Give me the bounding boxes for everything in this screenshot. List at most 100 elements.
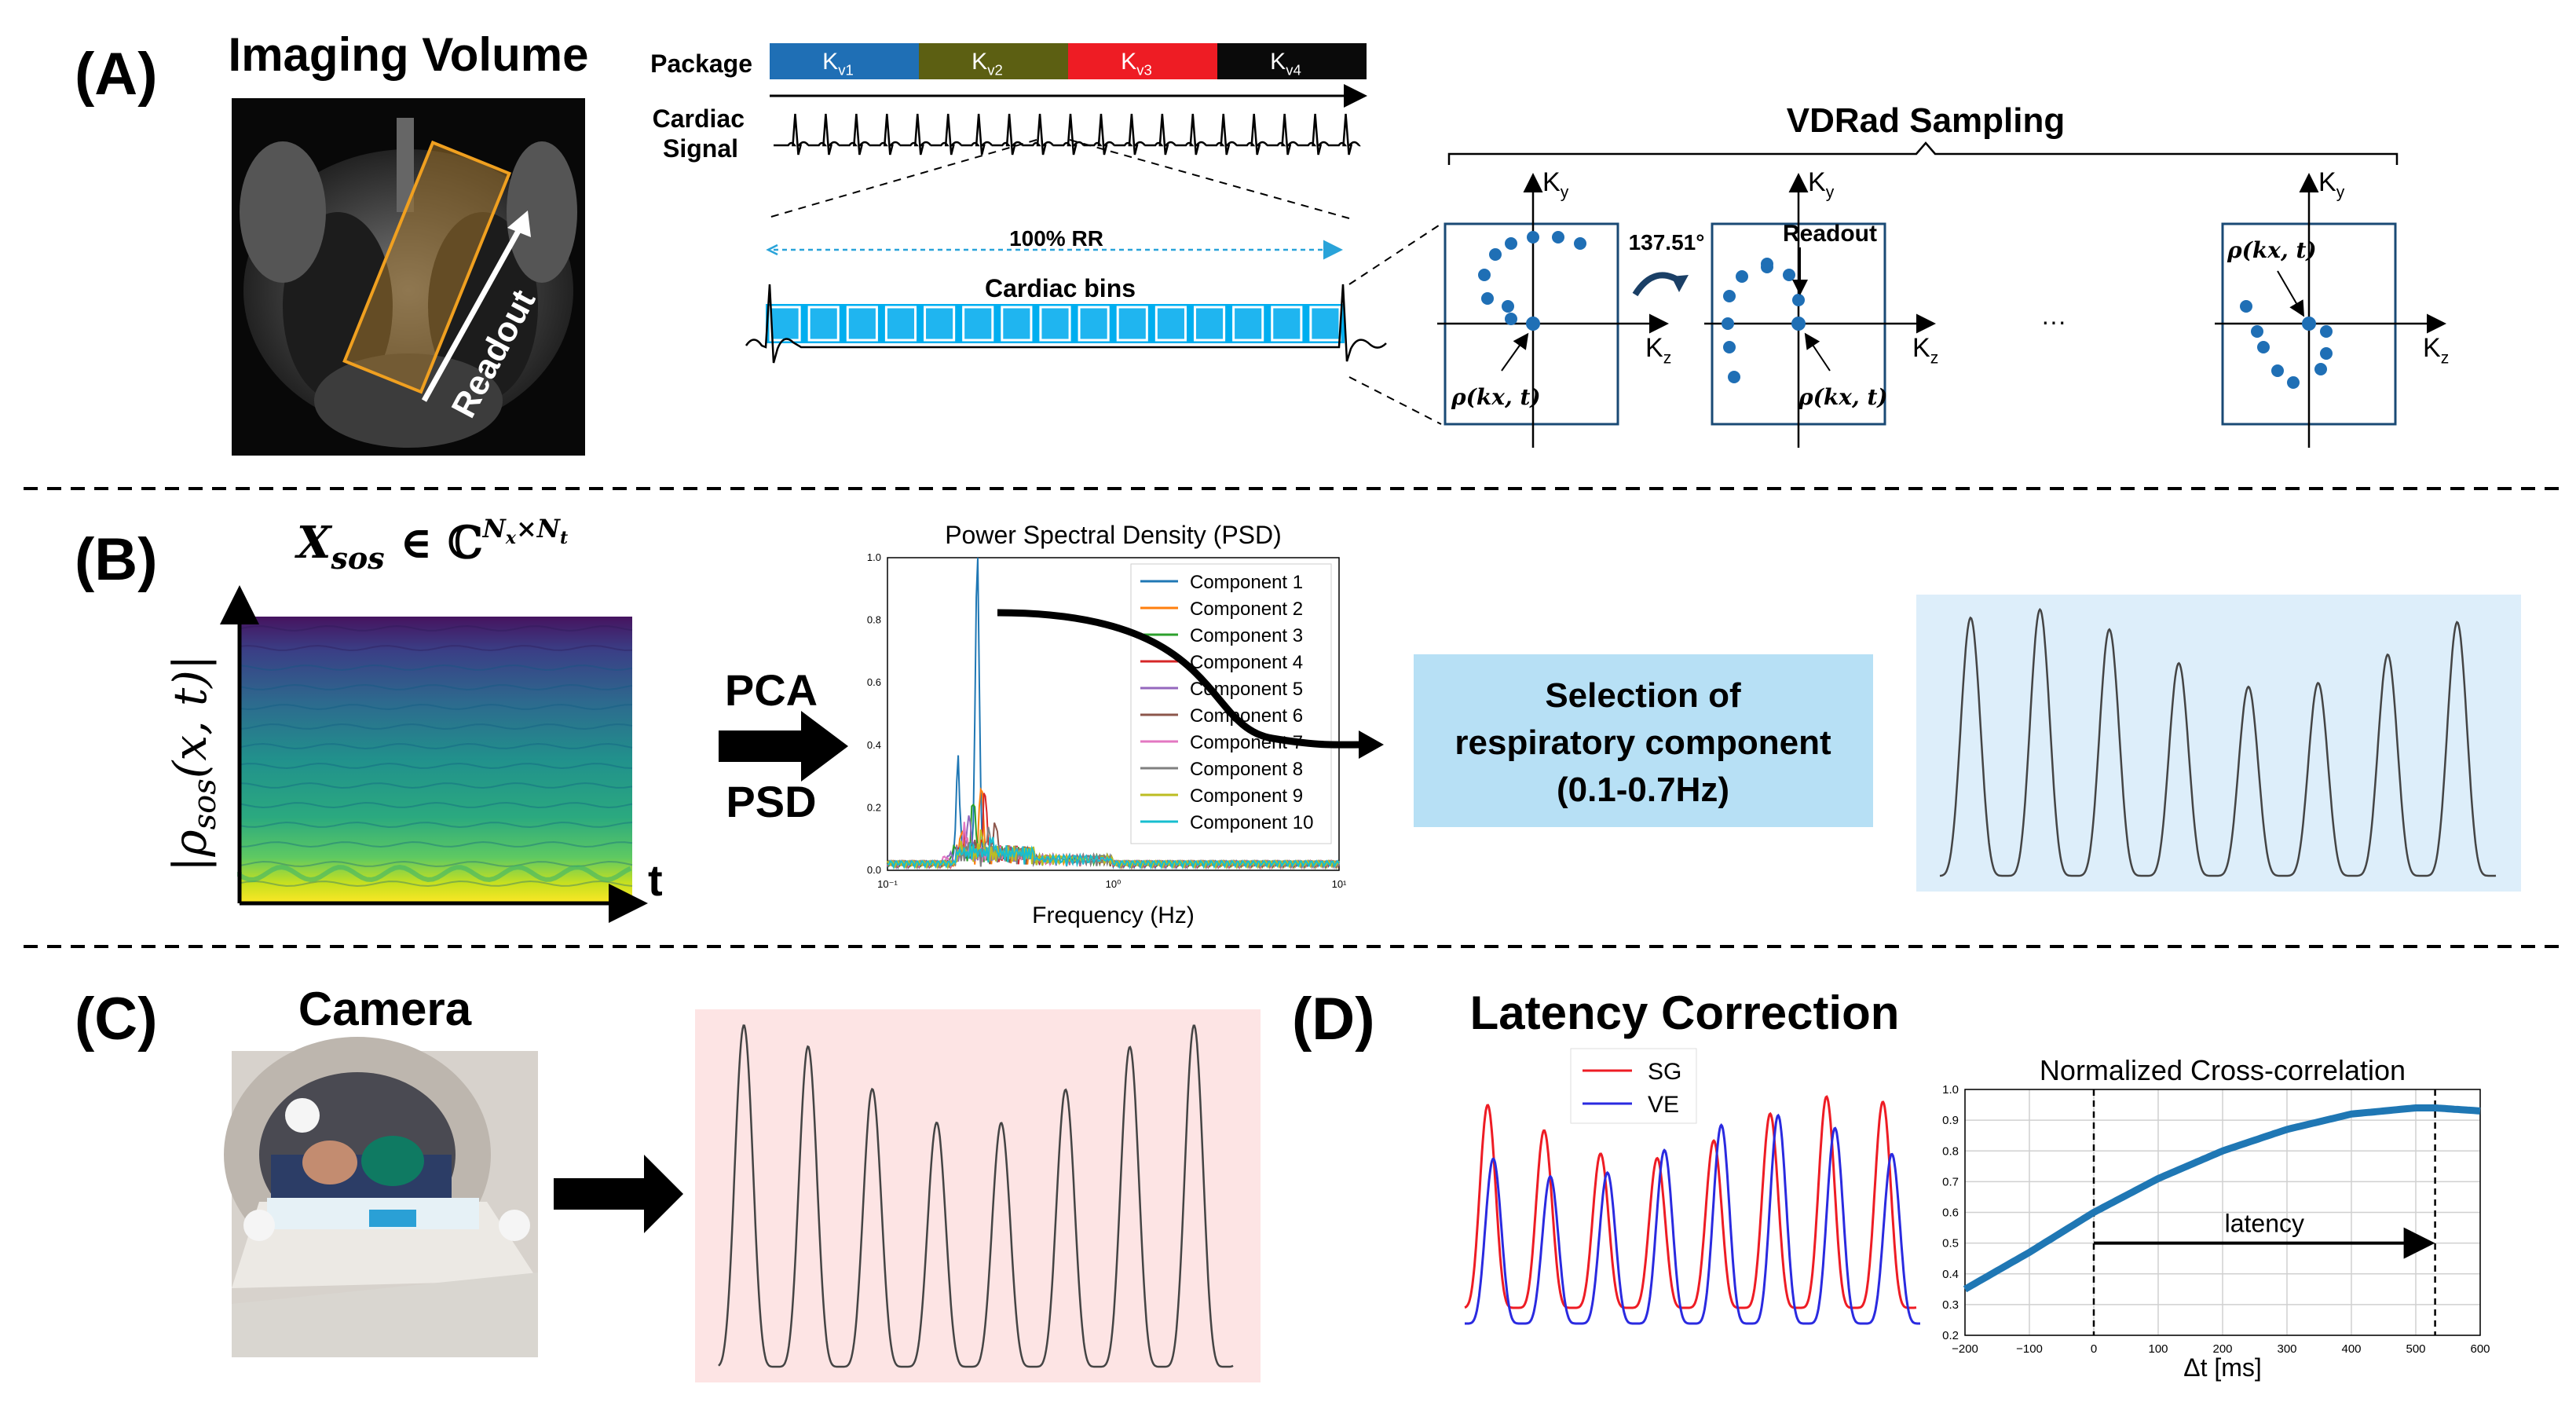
kspace-sample-point — [1792, 294, 1805, 306]
psd-legend-label: Component 3 — [1190, 625, 1303, 646]
cardiac-bin — [962, 306, 994, 342]
spectrogram-band — [239, 723, 633, 730]
camera-title: Camera — [298, 983, 472, 1035]
xcorr-y-tick-label: 0.7 — [1942, 1175, 1959, 1188]
camera-photo — [224, 1037, 538, 1357]
package-segment-label-4: Kv4 — [1270, 49, 1301, 79]
vdrad-title: VDRad Sampling — [1787, 101, 2066, 140]
xcorr-x-tick-label: 200 — [2212, 1342, 2232, 1356]
ecg-trace — [774, 113, 1361, 156]
psd-legend-label: Component 4 — [1190, 652, 1303, 673]
xcorr-x-tick-label: 300 — [2277, 1342, 2296, 1356]
psd-x-tick-label: 10⁻¹ — [877, 878, 898, 890]
kspace-sample-point — [2287, 376, 2300, 389]
rho-pointer — [1501, 332, 1529, 372]
cardiac-bin — [1232, 306, 1264, 342]
kspace-sample-point — [1736, 270, 1748, 283]
spectrogram-band — [239, 801, 633, 809]
xcorr-x-tick-label: 500 — [2406, 1342, 2425, 1356]
sg-ve-legend: SG VE — [1570, 1048, 1697, 1124]
package-segment-label-2: Kv2 — [971, 49, 1003, 79]
xcorr-x-label: Δt [ms] — [2183, 1353, 2262, 1382]
zoom-line-bottom — [1348, 376, 1442, 425]
cardiac-bins — [766, 304, 1345, 343]
kz-axis-label: Kz — [1912, 333, 1938, 368]
spectrogram-band — [239, 664, 633, 671]
xcorr-title: Normalized Cross-correlation — [2040, 1054, 2406, 1086]
kspace-sample-point — [1761, 258, 1773, 270]
psd-x-tick-label: 10⁰ — [1106, 878, 1122, 890]
kspace-sample-point — [1505, 313, 1517, 325]
psd-y-tick-label: 0.2 — [867, 801, 881, 813]
cardiac-signal-label-line1: Cardiac — [653, 104, 745, 133]
xcorr-y-tick-label: 0.3 — [1942, 1298, 1959, 1312]
kspace-sample-point — [1723, 341, 1736, 353]
zoom-line-right — [1069, 139, 1350, 219]
kspace-sample-point — [1478, 269, 1491, 281]
psd-x-tick-label: 10¹ — [1332, 878, 1347, 890]
kspace-sample-point — [2251, 325, 2263, 338]
cardiac-bin — [846, 306, 878, 342]
package-segment-3 — [1068, 43, 1217, 79]
psd-legend-label: Component 9 — [1190, 785, 1303, 807]
kspace-sample-point — [2320, 347, 2333, 360]
spectrogram-band — [239, 840, 633, 848]
selection-arrow — [997, 609, 1367, 749]
spectrogram-band — [239, 684, 633, 690]
latency-label: latency — [2225, 1210, 2304, 1238]
cardiac-bin — [884, 306, 917, 342]
sg-signal-trace — [1464, 1095, 1917, 1309]
xcorr-y-tick-label: 0.5 — [1942, 1237, 1959, 1250]
package-segment-1 — [770, 43, 919, 79]
cardiac-bin — [807, 306, 840, 342]
kspace-sample-point — [1552, 231, 1564, 243]
spectrogram-band — [239, 704, 633, 710]
cardiac-bin — [1193, 306, 1226, 342]
psd-legend-label: Component 2 — [1190, 599, 1303, 620]
kspace-center-point — [2302, 317, 2316, 331]
spectrogram-t-label: t — [648, 855, 663, 905]
kspace-ellipsis: ··· — [2041, 307, 2066, 335]
kspace-sample-point — [2320, 325, 2333, 338]
selection-box-line1: Selection of — [1545, 676, 1741, 715]
vdrad-brace — [1447, 141, 2399, 165]
psd-legend-label: Component 8 — [1190, 759, 1303, 780]
cardiac-bin — [1116, 306, 1148, 342]
spectrogram-band — [239, 645, 633, 651]
camera-signal-trace — [718, 1024, 1234, 1368]
ky-axis-label: Ky — [2318, 167, 2345, 202]
kspace-sample-point — [1505, 237, 1517, 250]
psd-chart: Power Spectral Density (PSD)0.00.20.40.6… — [867, 521, 1347, 928]
kspace-sample-point — [1574, 237, 1586, 250]
kspace-sample-point — [1722, 317, 1734, 330]
psd-axes-frame — [887, 557, 1340, 871]
ve-signal-trace — [1465, 1113, 1920, 1325]
selection-box-line3: (0.1-0.7Hz) — [1557, 771, 1729, 809]
panel-label-b: (B) — [75, 526, 158, 593]
xcorr-y-tick-label: 0.6 — [1942, 1206, 1959, 1220]
psd-series-line — [887, 837, 1340, 870]
kspace-sample-point — [2240, 300, 2252, 313]
spectrogram-band — [239, 782, 633, 789]
cardiac-bin — [1309, 306, 1341, 342]
rho-label: ρ(kx, t) — [1798, 384, 1888, 410]
psd-y-tick-label: 0.8 — [867, 614, 881, 626]
psd-y-tick-label: 0.4 — [867, 739, 881, 751]
rho-label: ρ(kx, t) — [1451, 384, 1541, 410]
spectrogram-band — [239, 743, 633, 749]
legend-ve: VE — [1648, 1092, 1679, 1118]
cardiac-bin — [1001, 306, 1033, 342]
spectrogram-band — [239, 860, 633, 868]
spectrogram-bands — [237, 625, 633, 888]
psd-y-tick-label: 0.6 — [867, 676, 881, 688]
package-segment-label-1: Kv1 — [822, 49, 854, 79]
rr-ecg-trace — [745, 284, 1387, 364]
psd-y-tick-label: 1.0 — [867, 551, 881, 563]
latency-correction-title: Latency Correction — [1470, 987, 1900, 1039]
xcorr-y-tick-label: 0.9 — [1942, 1114, 1959, 1127]
